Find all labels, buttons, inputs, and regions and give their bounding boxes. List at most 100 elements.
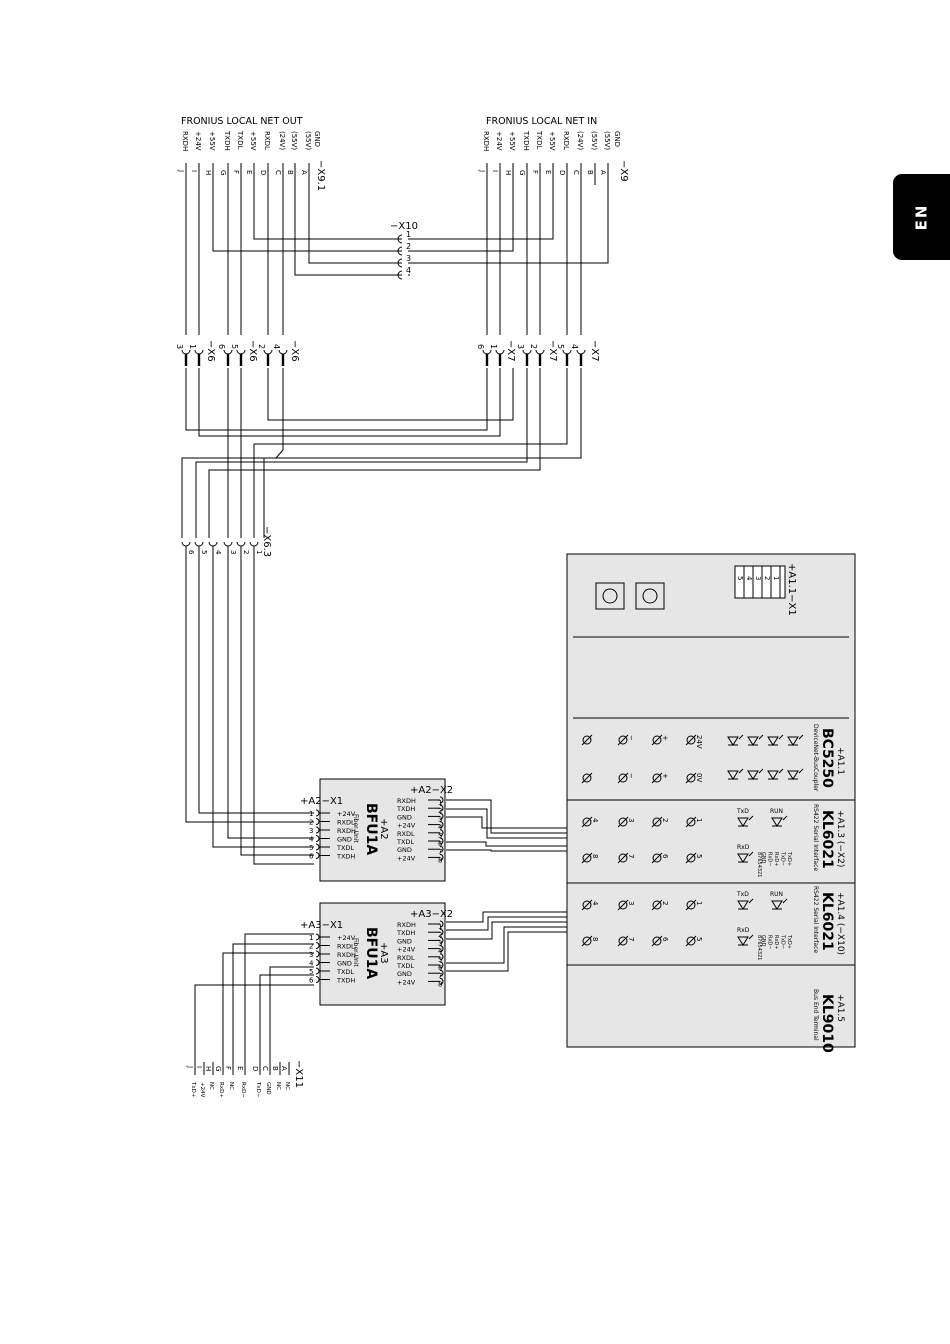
kl6021-pin: 3 [627, 818, 635, 822]
net-out-pin: C [274, 170, 282, 175]
bfu-x2-signal: +24V [397, 978, 416, 986]
net-in-pin: D [558, 170, 566, 175]
net-in-signal: (55V) [590, 131, 598, 150]
net-out-pin: A [300, 170, 308, 175]
bfu-x2-signal: +24V [397, 854, 416, 862]
x11-signal: NC [284, 1082, 290, 1090]
led-symbol [737, 853, 749, 863]
bfu-x2-signal: TXDH [396, 929, 415, 937]
bc5250-terminal-label: + [661, 773, 669, 779]
net-in-title: FRONIUS LOCAL NET IN [486, 116, 597, 127]
x7-socket [576, 349, 586, 355]
bfu-x2-socket [439, 853, 444, 861]
x6-3-pin-number: 3 [229, 550, 237, 554]
bfu-x1-signal: RXDL [337, 819, 355, 827]
bfu-x2-pin: 4 [438, 948, 443, 956]
kl6021-a-name: KL6021 [819, 810, 835, 869]
kl6021-signal: GND [760, 852, 766, 864]
kl6021-a-desc: RS422 Serial Interface [812, 804, 819, 871]
terminal-screw [618, 817, 628, 827]
x11-pin: G [214, 1066, 222, 1071]
x11-signal: GND [265, 1082, 271, 1095]
bfu-x1-socket [315, 950, 320, 958]
x7-pin-number: 1 [489, 344, 498, 349]
x9-1-label: −X9.1 [315, 160, 326, 191]
rotary-switch-1 [595, 582, 625, 610]
bc5250-terminals: −+24V−+0V [581, 734, 703, 784]
net-in-pin: E [544, 170, 552, 174]
terminal-screw [686, 773, 696, 783]
kl6021-pin: 4 [591, 901, 599, 906]
bfu-x1-signal: RXDH [337, 951, 356, 959]
bfu-x1-pin: 2 [309, 819, 313, 827]
bfu-a2-ref: +A2 [378, 818, 389, 840]
x6-socket [223, 349, 233, 355]
net-in-signal: TXDH [522, 130, 530, 151]
x7-pin-number: 3 [516, 344, 525, 349]
bfu-x1-pin: 6 [309, 977, 314, 985]
net-out-signal: GND [313, 131, 321, 147]
x7-socket [535, 349, 545, 355]
net-in-pin: A [599, 170, 607, 175]
bfu-x2-pin: 5 [438, 832, 442, 840]
kl6021-pin: 7 [627, 937, 635, 941]
net-out-signal: (24V) [278, 131, 286, 150]
x11-signal: NC [275, 1082, 281, 1090]
led-symbol [737, 817, 749, 827]
bc5250-name: BC5250 [819, 728, 835, 788]
x6-3-socket [249, 541, 259, 547]
kl6021-a1-3-module: +A1.3 (−X2) KL6021 RS422 Serial Interfac… [581, 804, 845, 877]
bfu-x1-socket [315, 852, 320, 859]
kl6021-pin: 8 [591, 937, 599, 941]
x10-pin-number: 4 [406, 266, 411, 275]
kl6021-signal: RxD+ [773, 852, 779, 866]
x11-pin: H [204, 1066, 212, 1071]
bfu-x1-socket [315, 967, 320, 975]
bc5250-leds [727, 734, 804, 780]
net-in-pin: G [518, 170, 526, 175]
bfu-x2-pin: 2 [438, 931, 442, 939]
bfu-x1-signal: TXDL [336, 844, 354, 852]
net-in-signal: GND [613, 131, 621, 147]
x10-pin-number: 1 [406, 230, 411, 239]
x11-signal: RxD− [240, 1082, 246, 1098]
kl6021-signal: TxD+ [786, 851, 792, 866]
x6-pin-number: 3 [175, 344, 184, 349]
bfu-x1-socket [315, 976, 320, 983]
net-out-pin: B [286, 170, 294, 175]
net-in-pin: H [504, 170, 512, 175]
bfu-x2-pin: 3 [438, 939, 442, 947]
x6-pin-number: 5 [230, 344, 239, 349]
net-out-signal: TXDH [223, 130, 231, 151]
x7-socket [522, 349, 532, 355]
rack-x1-pin: 3 [754, 576, 762, 580]
x11-label: −X11 [293, 1060, 304, 1088]
led-symbol [737, 936, 749, 946]
x6-label-1: −X6 [205, 340, 216, 362]
net-out-signal: (55V) [304, 131, 312, 150]
bfu-a3-ref: +A3 [378, 942, 389, 964]
x11-pin: A [280, 1066, 288, 1071]
bfu-x1-signal: TXDH [336, 853, 355, 861]
x7-pin-number: 6 [476, 344, 485, 349]
x6-3-label: −X6.3 [261, 526, 272, 557]
bfu-x2-signal: GND [397, 970, 412, 978]
language-tab[interactable]: EN [893, 174, 950, 260]
x6-3-socket [181, 541, 191, 547]
net-in-pin: B [586, 170, 594, 175]
bfu-x2-socket [439, 845, 444, 853]
kl6021-signal-numbers: 87654321 [756, 852, 762, 877]
bfu-x1-pin: 1 [309, 934, 313, 942]
kl6021-signal: TxD+ [786, 934, 792, 949]
bc5250-terminal-label: + [661, 735, 669, 741]
terminal-screw [618, 853, 628, 863]
terminal-screw [686, 853, 696, 863]
bfu-x2-signal: TXDL [396, 838, 414, 846]
terminal-screw [686, 936, 696, 946]
